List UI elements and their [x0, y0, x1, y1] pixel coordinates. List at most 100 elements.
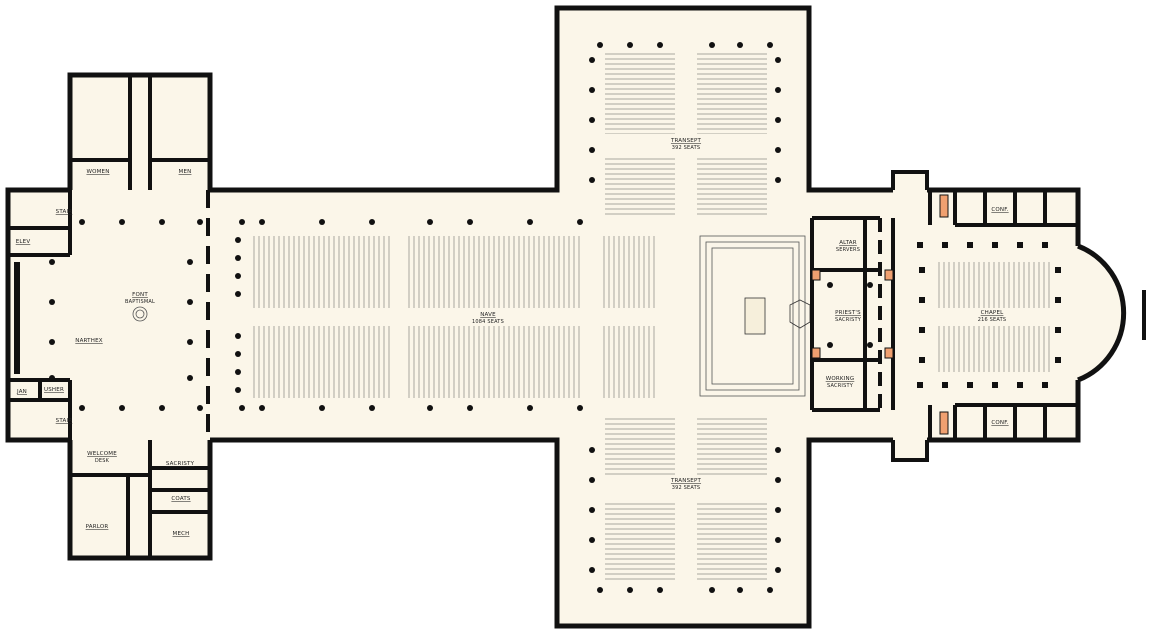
column: [235, 369, 241, 375]
nave-label: NAVE: [480, 312, 496, 318]
column: [119, 405, 125, 411]
column: [49, 299, 55, 305]
priests-sacristy-label: PRIEST'S: [835, 310, 861, 316]
column: [919, 267, 925, 273]
column: [259, 405, 265, 411]
column: [187, 259, 193, 265]
altar-servers-sub: SERVERS: [836, 247, 860, 253]
font-label: FONT: [132, 292, 148, 298]
columns: [49, 42, 1061, 593]
women-label: WOMEN: [86, 169, 109, 175]
column: [159, 405, 165, 411]
column: [917, 382, 923, 388]
column: [775, 507, 781, 513]
column: [709, 42, 715, 48]
mech-label: MECH: [173, 531, 190, 537]
column: [235, 237, 241, 243]
nave-pews-ne: [408, 236, 583, 308]
column: [187, 339, 193, 345]
priests-sacristy-sub: SACRISTY: [835, 317, 862, 323]
sacristy-label: SACRISTY: [166, 461, 195, 467]
column: [657, 587, 663, 593]
column: [319, 219, 325, 225]
working-sacristy-label: WORKING: [826, 376, 855, 382]
stair-bottom-label: STAIR: [56, 418, 73, 424]
column: [775, 57, 781, 63]
column: [627, 42, 633, 48]
column: [589, 177, 595, 183]
column: [867, 342, 873, 348]
column: [239, 219, 245, 225]
altar: [744, 297, 766, 335]
altar-servers-label: ALTAR: [839, 240, 857, 246]
window-strips: [14, 262, 1146, 374]
transept-s-pews-2: [697, 418, 767, 478]
men-label: MEN: [179, 169, 192, 175]
coats-label: COATS: [171, 496, 191, 502]
column: [627, 587, 633, 593]
conf-bottom-label: CONF.: [991, 420, 1008, 426]
column: [235, 291, 241, 297]
column: [597, 42, 603, 48]
column: [767, 587, 773, 593]
column: [589, 477, 595, 483]
column: [235, 333, 241, 339]
column: [235, 273, 241, 279]
column: [919, 327, 925, 333]
font-sub: BAPTISMAL: [125, 299, 155, 305]
column: [775, 87, 781, 93]
column: [527, 219, 533, 225]
column: [589, 57, 595, 63]
column: [737, 42, 743, 48]
column: [919, 357, 925, 363]
nave-pews-sw: [252, 326, 390, 398]
column: [775, 447, 781, 453]
nave-seats: 1084 SEATS: [472, 319, 504, 325]
column: [577, 405, 583, 411]
column: [467, 219, 473, 225]
column: [775, 567, 781, 573]
chapel-pews-n: [935, 262, 1050, 308]
floor-area: [8, 8, 1124, 626]
chapel-seats: 216 SEATS: [978, 317, 1007, 323]
column: [1017, 242, 1023, 248]
column: [119, 219, 125, 225]
column: [775, 537, 781, 543]
column: [159, 219, 165, 225]
column: [187, 299, 193, 305]
transept-north-seats: 392 SEATS: [672, 145, 701, 151]
column: [967, 382, 973, 388]
column: [577, 219, 583, 225]
column: [235, 351, 241, 357]
conf-top-label: CONF.: [991, 207, 1008, 213]
column: [767, 42, 773, 48]
column: [1042, 242, 1048, 248]
stair-top-label: STAIR: [56, 209, 73, 215]
accent-blocks: [811, 194, 949, 435]
transept-n-pews-1: [605, 52, 675, 134]
welcome-label: WELCOME: [87, 451, 117, 457]
column: [427, 405, 433, 411]
column: [589, 87, 595, 93]
column: [589, 537, 595, 543]
column: [49, 259, 55, 265]
pews: [252, 52, 1050, 582]
parlor-label: PARLOR: [86, 524, 109, 530]
column: [369, 405, 375, 411]
nave-pews-nw: [252, 236, 390, 308]
column: [919, 297, 925, 303]
working-sacristy-sub: SACRISTY: [827, 383, 854, 389]
column: [657, 42, 663, 48]
elev-label: ELEV: [16, 239, 31, 245]
column: [709, 587, 715, 593]
welcome-sub: DESK: [95, 458, 110, 464]
crossing-pews-n: [603, 236, 655, 308]
column: [235, 255, 241, 261]
nave-pews-se: [408, 326, 583, 398]
jan-label: JAN: [16, 389, 27, 395]
column: [79, 219, 85, 225]
column: [79, 405, 85, 411]
column: [992, 242, 998, 248]
column: [775, 147, 781, 153]
